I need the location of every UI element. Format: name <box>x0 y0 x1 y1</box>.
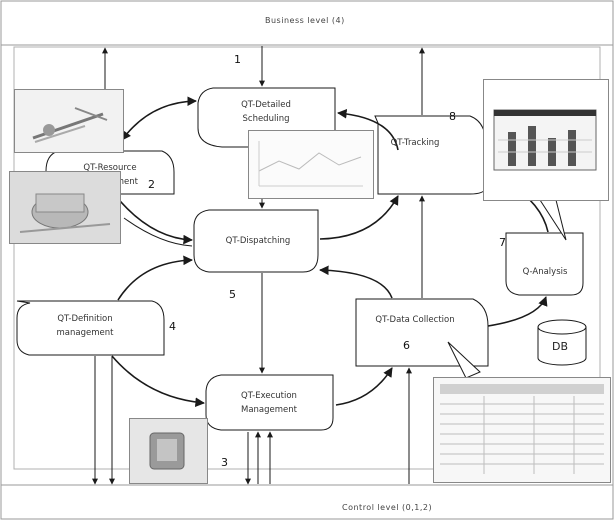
arrow-definition-to-execution <box>112 356 204 403</box>
module-dispatching-label: QT-Dispatching <box>200 231 316 251</box>
arrow-definition-to-dispatching <box>118 260 192 300</box>
arrow-resource-to-scheduling <box>122 101 196 140</box>
analysis-screen <box>483 79 609 201</box>
arrow-resource-to-dispatching <box>115 195 192 240</box>
module-tracking-label: QT-Tracking <box>380 133 450 153</box>
module-execution-label: QT-Execution Management <box>208 388 330 418</box>
data-table-screen <box>433 377 611 483</box>
number-3: 3 <box>221 456 228 469</box>
arrow-dispatching-to-tracking <box>320 196 398 239</box>
tool-photo <box>14 89 124 153</box>
number-7: 7 <box>499 236 506 249</box>
control-level-label: Control level (0,1,2) <box>342 503 432 512</box>
tracking-box <box>375 116 486 194</box>
chart-thumbnail <box>248 130 374 199</box>
number-1: 1 <box>234 53 241 66</box>
number-6: 6 <box>403 339 410 352</box>
business-level-label: Business level (4) <box>265 16 345 25</box>
module-collection-label: QT-Data Collection <box>360 310 470 330</box>
module-scheduling-label: QT-Detailed Scheduling <box>200 97 332 127</box>
arrow-collection-to-analysis <box>488 297 546 326</box>
number-5: 5 <box>229 288 236 301</box>
machine-photo <box>9 171 121 244</box>
number-4: 4 <box>169 320 176 333</box>
number-8: 8 <box>449 110 456 123</box>
module-definition-label: QT-Definition management <box>20 311 150 341</box>
execution-photo <box>129 418 208 484</box>
arrow-execution-to-collection <box>336 368 392 405</box>
arrow-collection-to-dispatching <box>320 270 392 298</box>
module-analysis-label: Q-Analysis <box>508 262 582 282</box>
database-label: DB <box>552 340 568 353</box>
number-2: 2 <box>148 178 155 191</box>
